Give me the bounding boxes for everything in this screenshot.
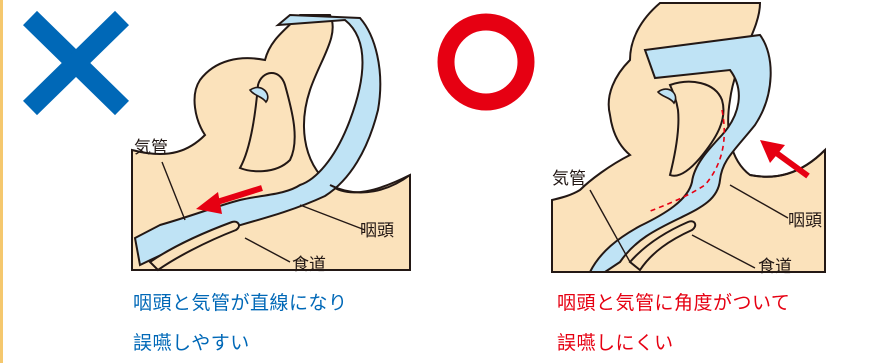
good-posture-caption: 咽頭と気管に角度がついて 誤嚥しにくい [557,283,790,363]
good-posture-diagram: 気管 咽頭 食道 [437,2,826,277]
caption-line-1: 咽頭と気管が直線になり [133,292,348,314]
bad-posture-panel: 気管 咽頭 食道 咽頭と気管が直線になり 誤嚥しやすい [0,0,430,363]
label-leaders [161,161,366,263]
trachea-label: 気管 [552,169,586,189]
caption-line-2: 誤嚥しにくい [557,332,674,354]
label-leaders [589,184,789,269]
esophagus-label: 食道 [292,255,326,275]
caption-line-2: 誤嚥しやすい [133,332,250,354]
head-illustration [551,2,826,273]
bad-posture-caption: 咽頭と気管が直線になり 誤嚥しやすい [133,283,348,363]
aspiration-arrow-icon [196,185,263,214]
caption-line-1: 咽頭と気管に角度がついて [557,292,791,314]
pharynx-label: 咽頭 [360,221,394,241]
cross-mark-icon [23,10,129,116]
bad-posture-diagram: 気管 咽頭 食道 [23,10,411,275]
good-posture-panel: 気管 咽頭 食道 咽頭と気管に角度がついて 誤嚥しにくい [430,0,882,363]
esophagus-label: 食道 [758,257,792,277]
pharynx-label: 咽頭 [788,211,822,231]
left-border [0,0,3,363]
trachea-label: 気管 [134,138,168,158]
swallow-direction-arrow-icon [760,140,810,179]
circle-mark-icon [437,13,535,111]
